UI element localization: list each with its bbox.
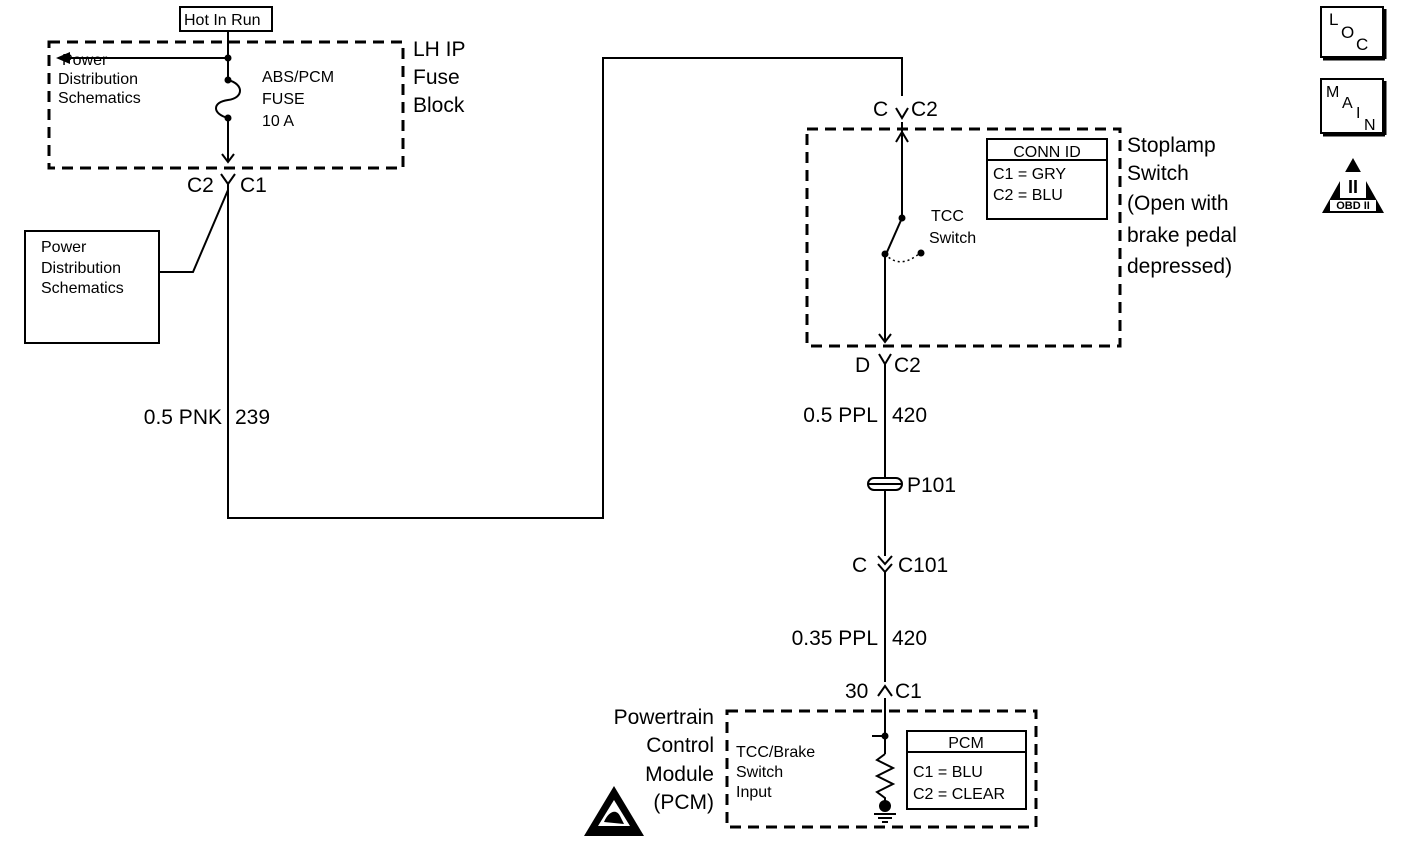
inline-connector-icon-a (877, 555, 893, 566)
wire-420a-circuit: 420 (892, 404, 927, 427)
fuse-block: Hot In Run LH IP Fuse Block Power Distri… (47, 6, 466, 197)
stoplamp-bottom-conn-pin: D (855, 354, 870, 377)
fuse-out-arrow-icon (221, 153, 235, 164)
pcm-conn-row-2: C2 = CLEAR (913, 786, 1005, 803)
pds-box-label-1: Power (41, 239, 87, 256)
switch-label-1: TCC (931, 208, 964, 225)
wire-239-path (227, 57, 903, 519)
inline-connector-id: C101 (898, 554, 948, 577)
stoplamp-top-conn-id: C2 (911, 98, 938, 121)
obd-ii-icon[interactable]: II OBD II (1322, 158, 1384, 213)
fuse-icon (215, 79, 241, 119)
pds-arrow-label-3: Schematics (58, 90, 141, 107)
fuse-block-label-3: Block (413, 94, 465, 117)
esd-warning-icon (584, 786, 644, 836)
pcm-label-1: Powertrain (614, 706, 714, 729)
pds-box-label-2: Distribution (41, 260, 121, 277)
wire-420b-size-color: 0.35 PPL (792, 627, 878, 650)
stoplamp-top-connector-icon (895, 107, 909, 120)
pds-box-leader (159, 189, 229, 273)
main-icon-letter-2: A (1342, 95, 1353, 112)
inline-connector-pin: C (852, 554, 867, 577)
switch-travel-icon (884, 252, 921, 263)
fuse-label-2: FUSE (262, 91, 305, 108)
pds-box-outline (24, 230, 160, 344)
hot-in-run-box (179, 6, 273, 32)
switch-blade-icon (886, 217, 903, 253)
fuse-connector-right: C1 (240, 174, 267, 197)
pcm-ground-node (879, 800, 891, 812)
wire-420a-size-color: 0.5 PPL (803, 404, 878, 427)
stoplamp-label-3: (Open with (1127, 192, 1229, 215)
fuse-block-outline (47, 40, 405, 170)
pcm-connector-icon (877, 684, 893, 697)
fuse-label-1: ABS/PCM (262, 69, 334, 86)
pcm: 30 C1 Powertrain Control Module (PCM) TC… (584, 680, 1038, 836)
main-icon-letter-4: N (1364, 117, 1376, 134)
loc-icon-letter-1: L (1329, 10, 1338, 29)
pcm-input-label-1: TCC/Brake (736, 744, 815, 761)
pcm-label-4: (PCM) (653, 791, 714, 814)
loc-icon-letter-3: C (1356, 35, 1368, 54)
pds-arrow-label-1: Power (62, 52, 108, 69)
fuse-connector-icon (220, 173, 236, 186)
conn-id-table (986, 138, 1108, 220)
pcm-outline (725, 709, 1038, 829)
pds-box-label-3: Schematics (41, 280, 124, 297)
pcm-label-2: Control (646, 734, 714, 757)
pcm-conn-pin: 30 (845, 680, 868, 703)
pcm-conn-title: PCM (948, 735, 984, 752)
wire-239: 0.5 PNK 239 (144, 57, 903, 519)
pds-arrow-label-2: Distribution (58, 71, 138, 88)
loc-icon-letter-2: O (1341, 23, 1354, 42)
main-icon[interactable]: M A I N (1320, 78, 1387, 137)
stoplamp-bottom-conn-id: C2 (894, 354, 921, 377)
stoplamp-in-arrow-icon (895, 130, 909, 143)
stoplamp-label-2: Switch (1127, 162, 1189, 185)
fuse-block-label-1: LH IP (413, 38, 466, 61)
conn-id-title: CONN ID (1013, 144, 1081, 161)
conn-id-row-2: C2 = BLU (993, 187, 1063, 204)
stoplamp-label-5: depressed) (1127, 255, 1232, 278)
pcm-conn-table (906, 730, 1027, 810)
splice-label: P101 (907, 474, 956, 497)
stoplamp-label-1: Stoplamp (1127, 134, 1216, 157)
stoplamp-switch: C C2 TCC Switch CONN ID C1 = GRY C2 = BL… (805, 98, 1237, 377)
main-icon-letter-1: M (1326, 84, 1339, 101)
loc-icon[interactable]: L O C (1320, 6, 1387, 61)
pds-arrow-icon (56, 52, 70, 64)
pcm-input-label-2: Switch (736, 764, 783, 781)
wire-420b-circuit: 420 (892, 627, 927, 650)
pcm-conn-id: C1 (895, 680, 922, 703)
pcm-resistor-icon (874, 753, 896, 804)
switch-label-2: Switch (929, 230, 976, 247)
fuse-connector-left: C2 (187, 174, 214, 197)
wire-420: 0.5 PPL 420 P101 C C101 0.35 PPL 420 (792, 364, 956, 682)
obd-label: OBD II (1336, 200, 1370, 212)
stoplamp-out-arrow-icon (878, 333, 892, 344)
main-icon-letter-3: I (1356, 105, 1360, 122)
stoplamp-top-conn-pin: C (873, 98, 888, 121)
stoplamp-label-4: brake pedal (1127, 224, 1237, 247)
hot-in-run-label: Hot In Run (184, 12, 260, 29)
pds-box: Power Distribution Schematics (24, 189, 229, 344)
wire-239-circuit: 239 (235, 406, 270, 429)
fuse-block-label-2: Fuse (413, 66, 460, 89)
stoplamp-bottom-connector-icon (878, 353, 892, 366)
fuse-label-3: 10 A (262, 113, 294, 130)
switch-contact-alt (917, 249, 925, 257)
pcm-input-label-3: Input (736, 784, 772, 801)
conn-id-row-1: C1 = GRY (993, 166, 1066, 183)
stoplamp-outline (805, 127, 1122, 348)
pcm-label-3: Module (645, 763, 714, 786)
wire-239-size-color: 0.5 PNK (144, 406, 222, 429)
pcm-conn-row-1: C1 = BLU (913, 764, 983, 781)
obd-numeral: II (1348, 177, 1358, 197)
